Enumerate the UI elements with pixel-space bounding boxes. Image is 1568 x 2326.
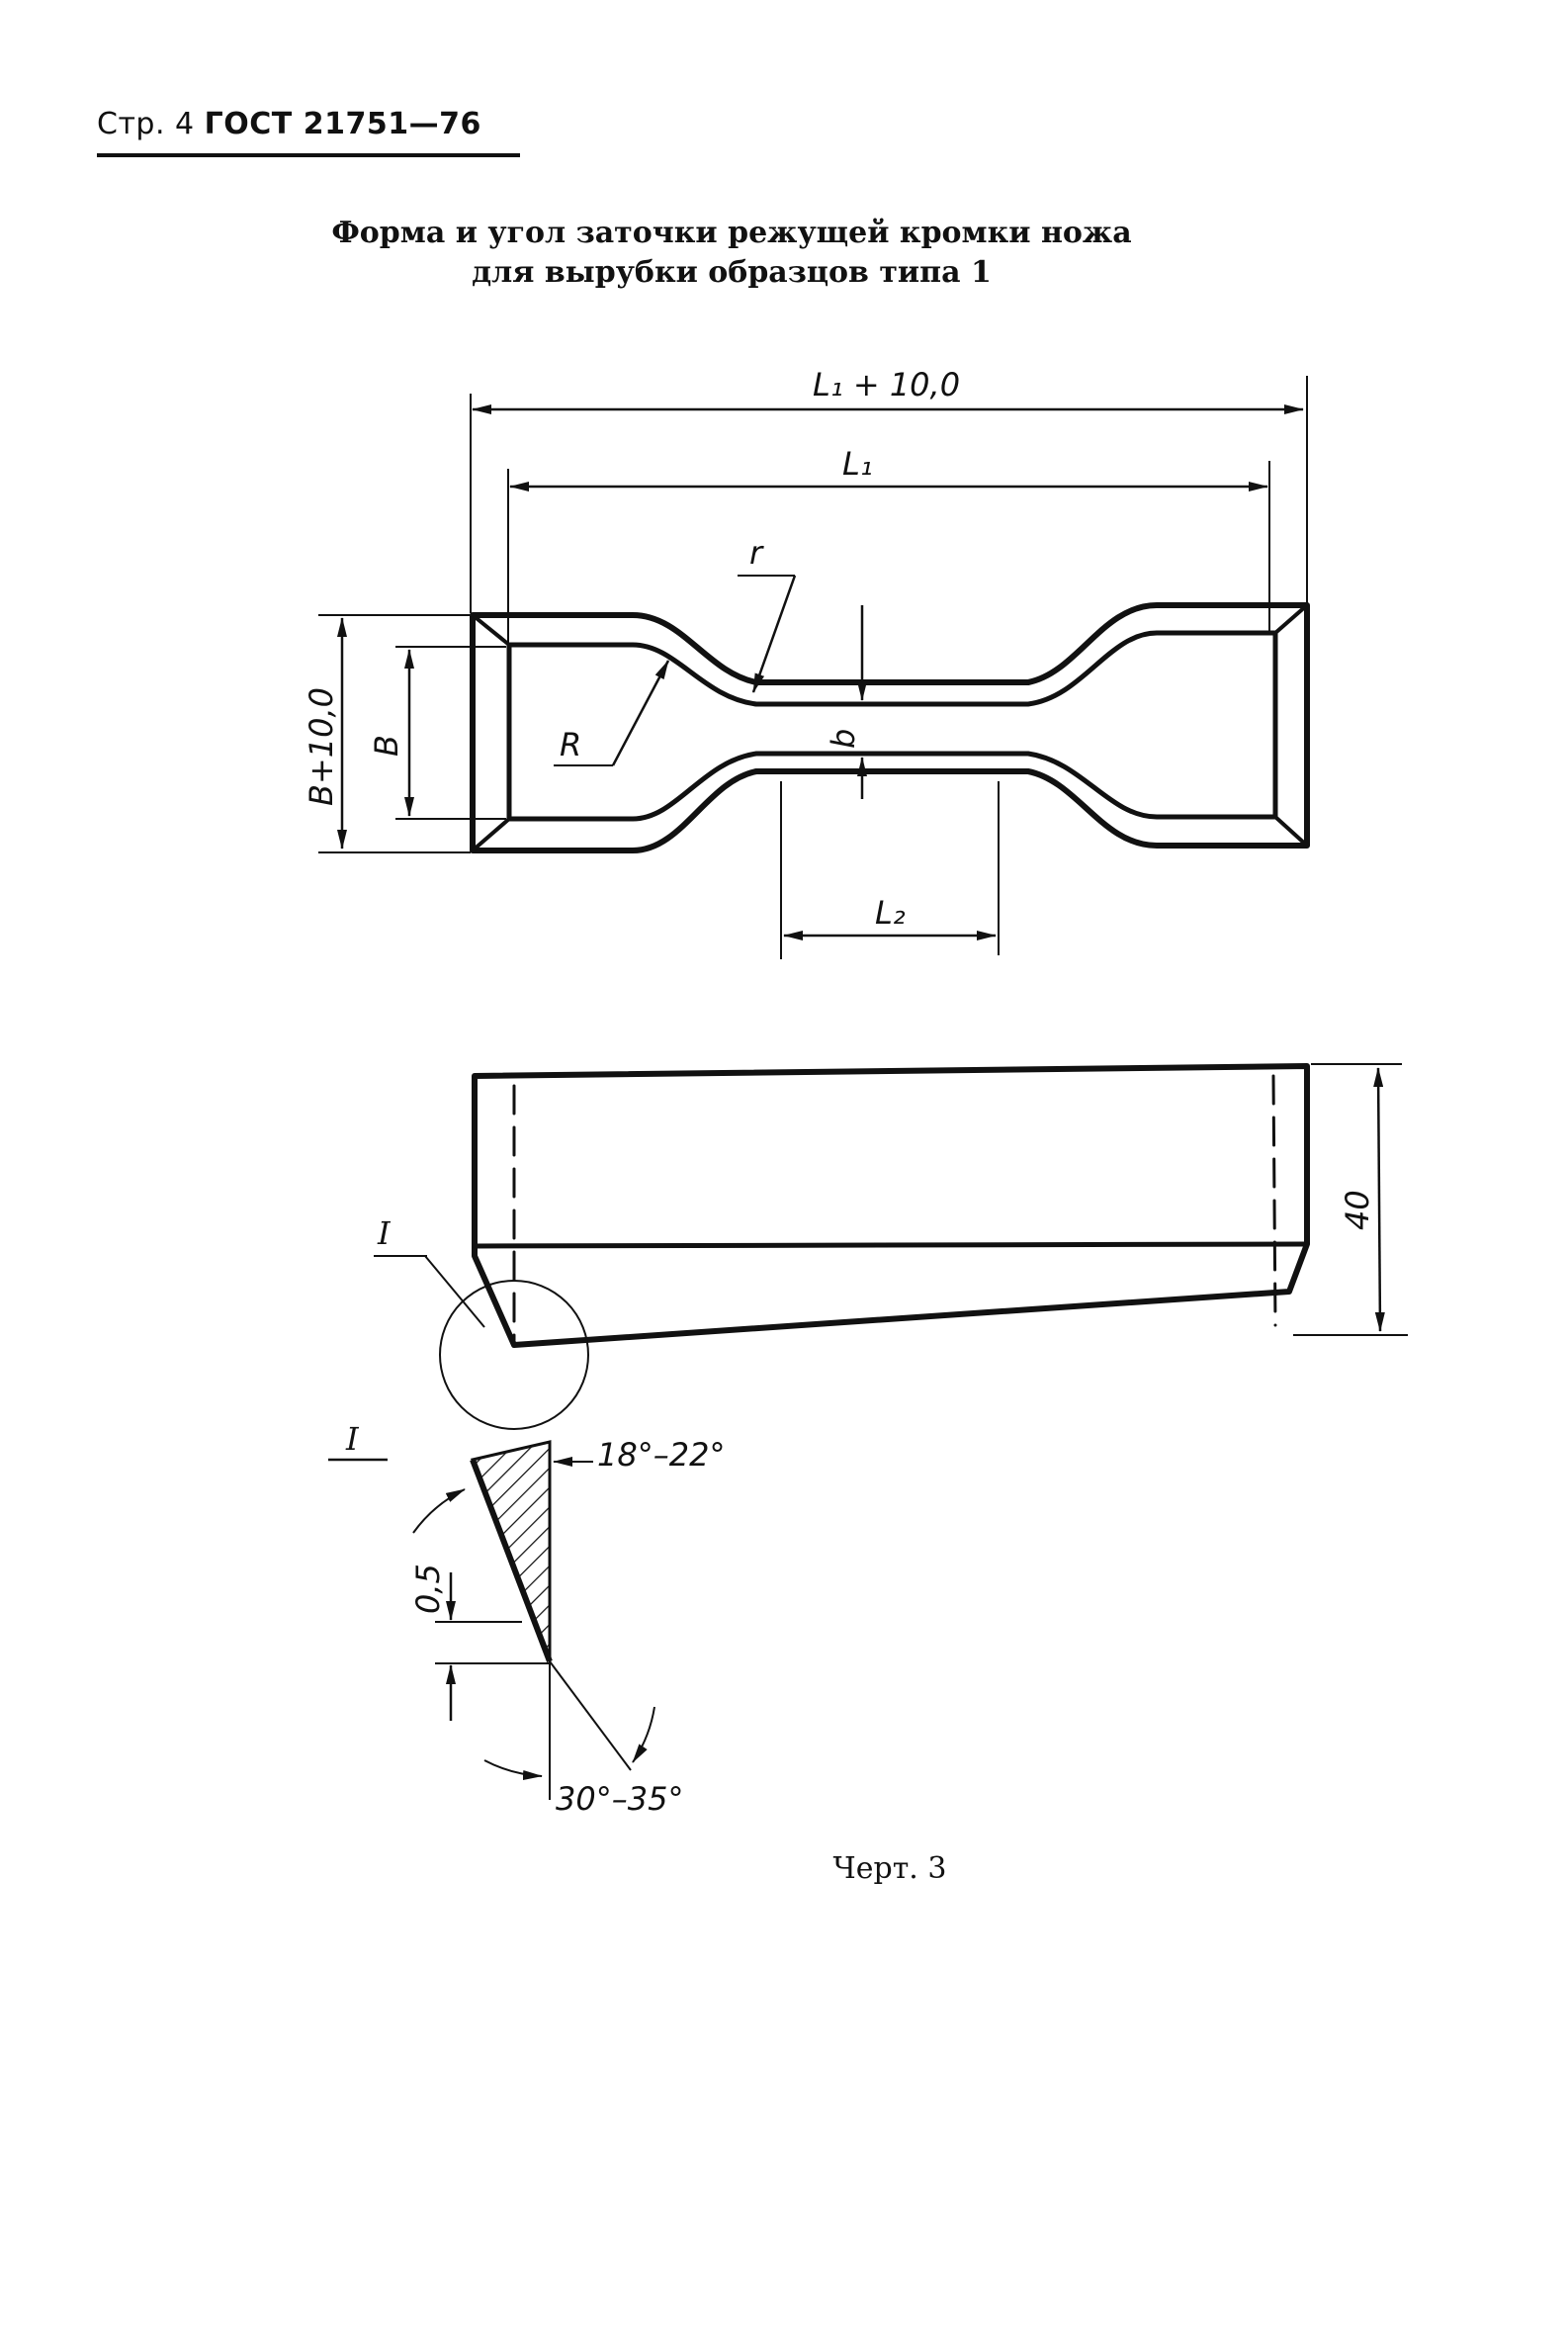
- figure-caption: Черт. 3: [832, 1851, 947, 1886]
- leader-r: [738, 575, 797, 693]
- label-detail-mark: I: [377, 1214, 392, 1252]
- label-big-r: R: [560, 726, 581, 763]
- label-angle-bottom: 30°–35°: [556, 1780, 683, 1818]
- side-outline: [472, 1063, 1310, 1348]
- knife-top-view: [470, 602, 1310, 853]
- label-l1: L₁: [842, 445, 873, 483]
- figure-title: Форма и угол заточки режущей кромки ножа…: [297, 214, 1167, 293]
- standard-number: ГОСТ 21751—76: [204, 107, 481, 141]
- detail-callout: [374, 1255, 589, 1430]
- dim-40: [1293, 1063, 1408, 1336]
- knife-side-view: [472, 1063, 1310, 1348]
- page-header: Стр. 4 ГОСТ 21751—76: [97, 107, 481, 141]
- title-line-1: Форма и угол заточки режущей кромки ножа: [331, 216, 1132, 250]
- label-small-b: b: [825, 729, 862, 749]
- header-rule: [97, 153, 520, 157]
- label-detail-title: I: [345, 1420, 360, 1458]
- label-angle-top: 18°–22°: [597, 1436, 725, 1474]
- label-b: B: [368, 735, 405, 757]
- label-r: r: [749, 534, 764, 572]
- label-40: 40: [1339, 1190, 1376, 1230]
- knife-outer-contour: [470, 602, 1310, 853]
- knife-inner-contour: [506, 630, 1278, 822]
- leader-big-r: [554, 660, 670, 766]
- page-number: Стр. 4: [97, 107, 195, 141]
- dim-l1: [507, 461, 1270, 643]
- label-edge: 0,5: [409, 1564, 447, 1614]
- detail-view: [328, 1440, 655, 1800]
- title-line-2: для вырубки образцов типа 1: [472, 255, 992, 290]
- label-l1-plus: L₁ + 10,0: [813, 366, 960, 403]
- dim-l2: [780, 781, 1000, 959]
- dim-b: [395, 646, 506, 820]
- dim-b-plus: [318, 614, 471, 853]
- dim-l1-plus: [470, 376, 1308, 613]
- label-l2: L₂: [875, 894, 906, 932]
- label-b-plus: B+10,0: [303, 687, 340, 806]
